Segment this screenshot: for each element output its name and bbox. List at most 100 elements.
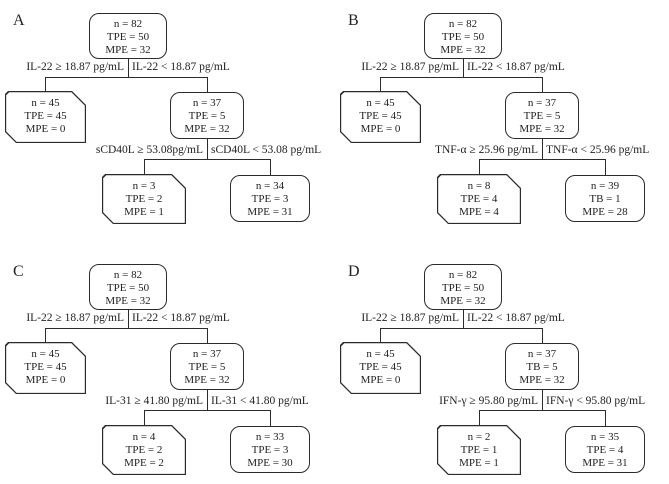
connector-split1-bar bbox=[45, 77, 208, 79]
root-node-mpe: MPE = 32 bbox=[440, 44, 486, 57]
bottom-right-leaf-tpe: TPE = 4 bbox=[586, 444, 624, 457]
left-leaf-tpe: TPE = 45 bbox=[359, 110, 402, 123]
bottom-right-leaf-mpe: MPE = 28 bbox=[582, 206, 628, 219]
split1-right-condition: IL-22 < 18.87 pg/mL bbox=[467, 61, 565, 73]
decision-tree: n = 82 TPE = 50 MPE = 32 IL-22 ≥ 18.87 p… bbox=[335, 0, 669, 242]
left-leaf-tpe: TPE = 45 bbox=[24, 361, 67, 374]
connector-root-stem bbox=[127, 58, 129, 78]
connector-split2-bar bbox=[144, 159, 272, 161]
split2-left-condition: IFN-γ ≥ 95.80 pg/mL bbox=[439, 395, 538, 407]
decision-tree-panel: C n = 82 TPE = 50 MPE = 32 IL-22 ≥ 18.87… bbox=[0, 242, 335, 484]
terminal-node-fill bbox=[341, 92, 420, 142]
split2-left-condition: TNF-α ≥ 25.96 pg/mL bbox=[434, 144, 538, 156]
connector-mid-stem bbox=[541, 138, 543, 160]
connector-bottom-left-drop bbox=[479, 410, 481, 426]
connector-left-drop bbox=[45, 77, 47, 92]
bottom-left-leaf-tpe: TPE = 2 bbox=[125, 193, 163, 206]
intermediate-node: n = 37 TPE = 5 MPE = 32 bbox=[505, 92, 579, 139]
intermediate-node-mpe: MPE = 32 bbox=[519, 123, 565, 136]
connector-bottom-right-drop bbox=[270, 159, 272, 176]
left-terminal-node: n = 45 TPE = 45 MPE = 0 bbox=[340, 91, 421, 143]
root-node-count: n = 82 bbox=[448, 269, 478, 281]
connector-root-stem bbox=[462, 309, 464, 329]
terminal-node-fill bbox=[6, 92, 85, 142]
bottom-right-leaf-tpe: TB = 1 bbox=[589, 193, 621, 206]
terminal-node-fill bbox=[103, 175, 185, 223]
terminal-node-fill bbox=[103, 426, 185, 474]
connector-bottom-right-drop bbox=[605, 410, 607, 427]
bottom-right-leaf-count: n = 34 bbox=[255, 180, 285, 192]
intermediate-node-count: n = 37 bbox=[527, 97, 557, 109]
bottom-left-terminal-node: n = 3 TPE = 2 MPE = 1 bbox=[102, 174, 186, 224]
connector-right-drop bbox=[541, 328, 543, 344]
bottom-right-terminal-node: n = 39 TB = 1 MPE = 28 bbox=[565, 175, 645, 222]
intermediate-node: n = 37 TB = 5 MPE = 32 bbox=[505, 343, 579, 390]
split2-right-condition: IL-31 < 41.80 pg/mL bbox=[211, 395, 309, 407]
connector-right-drop bbox=[206, 328, 208, 344]
root-node: n = 82 TPE = 50 MPE = 32 bbox=[424, 13, 502, 59]
connector-left-drop bbox=[380, 77, 382, 92]
split1-left-condition: IL-22 ≥ 18.87 pg/mL bbox=[26, 312, 124, 324]
decision-tree: n = 82 TPE = 50 MPE = 32 IL-22 ≥ 18.87 p… bbox=[0, 251, 334, 484]
split2-left-condition: sCD40L ≥ 53.08pg/mL bbox=[95, 144, 203, 156]
bottom-right-leaf-count: n = 39 bbox=[590, 180, 620, 192]
terminal-node-fill bbox=[438, 175, 520, 223]
bottom-left-terminal-node: n = 2 TPE = 1 MPE = 1 bbox=[437, 425, 521, 475]
split2-right-condition: IFN-γ < 95.80 pg/mL bbox=[546, 395, 646, 407]
root-node-count: n = 82 bbox=[448, 18, 478, 30]
intermediate-node: n = 37 TPE = 5 MPE = 32 bbox=[170, 343, 244, 390]
bottom-left-leaf-count: n = 3 bbox=[132, 180, 156, 192]
bottom-right-leaf-count: n = 35 bbox=[590, 431, 620, 443]
left-terminal-node: n = 45 TPE = 45 MPE = 0 bbox=[340, 342, 421, 394]
panel-label: A bbox=[13, 12, 25, 29]
root-node-tpe: TPE = 50 bbox=[106, 282, 150, 295]
bottom-right-terminal-node: n = 33 TPE = 3 MPE = 30 bbox=[230, 426, 310, 473]
decision-tree: n = 82 TPE = 50 MPE = 32 IL-22 ≥ 18.87 p… bbox=[0, 0, 334, 242]
panel-label: B bbox=[348, 12, 359, 29]
intermediate-node-tpe: TPE = 5 bbox=[188, 361, 226, 374]
root-node-mpe: MPE = 32 bbox=[440, 295, 486, 308]
intermediate-node-mpe: MPE = 32 bbox=[519, 374, 565, 387]
panel-label: D bbox=[348, 263, 360, 280]
connector-left-drop bbox=[380, 328, 382, 343]
intermediate-node-tpe: TPE = 5 bbox=[523, 110, 561, 123]
intermediate-node-count: n = 37 bbox=[192, 348, 222, 360]
intermediate-node-tpe: TB = 5 bbox=[526, 361, 558, 374]
bottom-right-terminal-node: n = 34 TPE = 3 MPE = 31 bbox=[230, 175, 310, 222]
left-leaf-mpe: MPE = 0 bbox=[360, 123, 401, 136]
bottom-left-leaf-tpe: TPE = 1 bbox=[460, 444, 498, 457]
left-terminal-node: n = 45 TPE = 45 MPE = 0 bbox=[5, 91, 86, 143]
left-leaf-count: n = 45 bbox=[31, 97, 60, 109]
root-node-mpe: MPE = 32 bbox=[105, 295, 151, 308]
split1-right-condition: IL-22 < 18.87 pg/mL bbox=[132, 312, 230, 324]
split1-left-condition: IL-22 ≥ 18.87 pg/mL bbox=[361, 312, 459, 324]
left-leaf-count: n = 45 bbox=[31, 348, 60, 360]
connector-bottom-right-drop bbox=[270, 410, 272, 427]
root-node-mpe: MPE = 32 bbox=[105, 44, 151, 57]
terminal-node-fill bbox=[341, 343, 420, 393]
decision-tree-panel: B n = 82 TPE = 50 MPE = 32 IL-22 ≥ 18.87… bbox=[335, 0, 669, 242]
connector-bottom-left-drop bbox=[479, 159, 481, 175]
bottom-right-leaf-mpe: MPE = 31 bbox=[247, 206, 293, 219]
intermediate-node-mpe: MPE = 32 bbox=[184, 123, 230, 136]
panel-label: C bbox=[13, 263, 24, 280]
connector-left-drop bbox=[45, 328, 47, 343]
bottom-left-leaf-mpe: MPE = 2 bbox=[124, 457, 164, 470]
split2-right-condition: sCD40L < 53.08 pg/mL bbox=[211, 144, 322, 156]
connector-right-drop bbox=[206, 77, 208, 93]
bottom-left-leaf-mpe: MPE = 4 bbox=[459, 206, 499, 219]
bottom-right-leaf-mpe: MPE = 31 bbox=[582, 457, 628, 470]
terminal-node-fill bbox=[438, 426, 520, 474]
decision-tree: n = 82 TPE = 50 MPE = 32 IL-22 ≥ 18.87 p… bbox=[335, 251, 669, 484]
connector-bottom-left-drop bbox=[144, 159, 146, 175]
intermediate-node: n = 37 TPE = 5 MPE = 32 bbox=[170, 92, 244, 139]
connector-root-stem bbox=[462, 58, 464, 78]
bottom-left-leaf-tpe: TPE = 2 bbox=[125, 444, 163, 457]
intermediate-node-mpe: MPE = 32 bbox=[184, 374, 230, 387]
bottom-right-leaf-tpe: TPE = 3 bbox=[251, 444, 289, 457]
decision-tree-panel: D n = 82 TPE = 50 MPE = 32 IL-22 ≥ 18.87… bbox=[335, 242, 669, 484]
bottom-right-terminal-node: n = 35 TPE = 4 MPE = 31 bbox=[565, 426, 645, 473]
connector-split2-bar bbox=[479, 410, 607, 412]
connector-mid-stem bbox=[541, 389, 543, 411]
left-leaf-tpe: TPE = 45 bbox=[24, 110, 67, 123]
